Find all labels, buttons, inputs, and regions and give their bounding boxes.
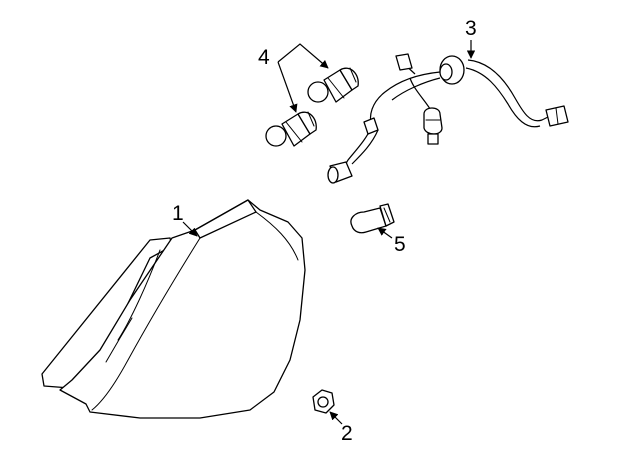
tail-lamp-assembly	[41, 199, 306, 419]
callout-5-label: 5	[394, 233, 406, 256]
callout-4-label: 4	[258, 46, 270, 69]
bulb-socket-upper	[307, 67, 359, 103]
nut	[312, 389, 335, 414]
callout-1-label: 1	[172, 202, 184, 225]
callout-4-leader-lower	[277, 61, 298, 113]
callout-1-leader	[182, 221, 198, 237]
socket-wire-harness	[327, 53, 569, 184]
callout-2-leader	[329, 411, 343, 425]
side-marker-bulb	[350, 203, 395, 234]
callout-2-label: 2	[341, 422, 353, 445]
callout-4-leader-upper	[277, 43, 329, 69]
bulb-socket-lower	[265, 111, 317, 147]
callout-5-leader	[377, 227, 393, 239]
callout-3-label: 3	[465, 17, 477, 40]
